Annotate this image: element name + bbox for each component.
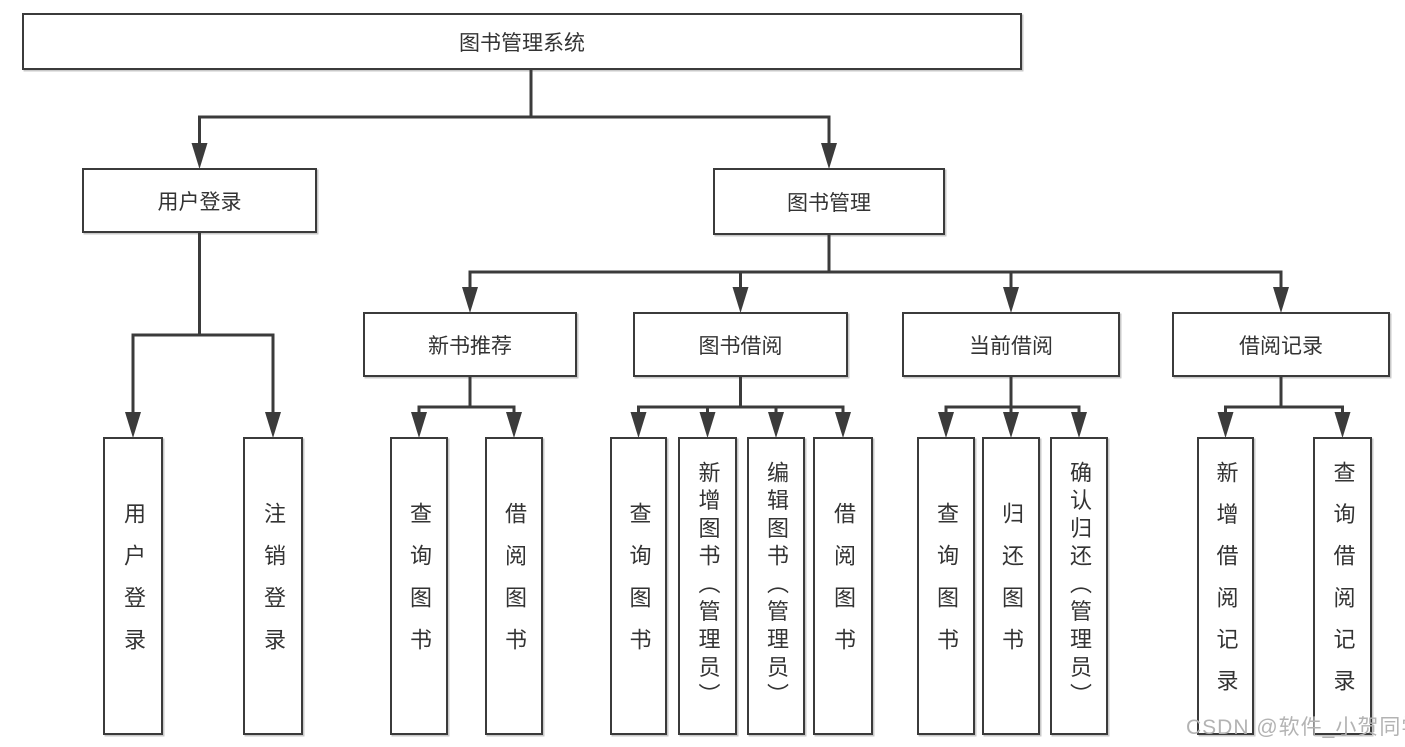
node-leaf-query-book-1: 查询图书 <box>390 437 448 735</box>
node-user-login: 用户登录 <box>82 168 317 233</box>
arrowhead-icon <box>938 412 954 438</box>
arrowhead-icon <box>506 412 522 438</box>
arrowhead-icon <box>1273 287 1289 313</box>
arrowhead-icon <box>1071 412 1087 438</box>
node-label-leaf-borrow-book-2: 借阅图书 <box>831 502 856 670</box>
node-book-borrow: 图书借阅 <box>633 312 848 377</box>
node-label-leaf-add-borrow-record: 新增借阅记录 <box>1213 461 1239 711</box>
arrowhead-icon <box>768 412 784 438</box>
arrowhead-icon <box>732 287 749 313</box>
node-label-user-login: 用户登录 <box>157 190 242 214</box>
arrowhead-icon <box>125 412 141 438</box>
node-leaf-borrow-book-1: 借阅图书 <box>485 437 543 735</box>
node-label-leaf-user-login: 用户登录 <box>121 502 146 670</box>
arrowhead-icon <box>1217 412 1234 438</box>
node-leaf-add-book: 新增图书（管理员） <box>678 437 737 735</box>
node-label-leaf-query-book-1: 查询图书 <box>407 502 432 670</box>
node-label-leaf-add-book: 新增图书（管理员） <box>695 461 721 711</box>
arrowhead-icon <box>699 412 716 438</box>
node-label-leaf-borrow-book-1: 借阅图书 <box>502 502 527 670</box>
arrowhead-icon <box>821 143 837 169</box>
arrowhead-icon <box>1003 287 1019 313</box>
node-leaf-borrow-book-2: 借阅图书 <box>813 437 873 735</box>
arrowhead-icon <box>411 412 427 438</box>
arrowhead-icon <box>630 412 647 438</box>
node-borrow-record: 借阅记录 <box>1172 312 1390 377</box>
node-label-root: 图书管理系统 <box>459 31 585 55</box>
node-book-mgmt: 图书管理 <box>713 168 945 235</box>
node-label-leaf-logout: 注销登录 <box>261 502 286 670</box>
arrowhead-icon <box>191 143 208 169</box>
node-label-leaf-query-book-2: 查询图书 <box>626 502 652 670</box>
node-label-leaf-confirm-return: 确认归还（管理员） <box>1067 461 1092 711</box>
arrowhead-icon <box>835 412 851 438</box>
node-root: 图书管理系统 <box>22 13 1022 70</box>
arrowhead-icon <box>265 412 281 438</box>
node-current-borrow: 当前借阅 <box>902 312 1120 377</box>
node-label-new-book-rec: 新书推荐 <box>428 334 512 358</box>
node-leaf-add-borrow-record: 新增借阅记录 <box>1197 437 1254 735</box>
node-leaf-return-book: 归还图书 <box>982 437 1040 735</box>
node-new-book-rec: 新书推荐 <box>363 312 577 377</box>
node-label-leaf-return-book: 归还图书 <box>999 502 1024 670</box>
node-label-book-mgmt: 图书管理 <box>787 191 871 215</box>
watermark-text: CSDN @软件_小贺同学 <box>1186 716 1405 739</box>
node-leaf-query-book-3: 查询图书 <box>917 437 975 735</box>
node-leaf-user-login: 用户登录 <box>103 437 163 735</box>
node-leaf-query-borrow-record: 查询借阅记录 <box>1313 437 1372 735</box>
arrowhead-icon <box>1334 412 1351 438</box>
node-label-leaf-query-book-3: 查询图书 <box>934 502 959 670</box>
node-label-book-borrow: 图书借阅 <box>698 334 783 358</box>
node-label-current-borrow: 当前借阅 <box>969 334 1053 358</box>
node-leaf-confirm-return: 确认归还（管理员） <box>1050 437 1108 735</box>
node-label-borrow-record: 借阅记录 <box>1239 334 1323 358</box>
arrowhead-icon <box>1003 412 1019 438</box>
node-label-leaf-edit-book: 编辑图书（管理员） <box>764 461 789 711</box>
node-leaf-logout: 注销登录 <box>243 437 303 735</box>
node-leaf-query-book-2: 查询图书 <box>610 437 667 735</box>
node-label-leaf-query-borrow-record: 查询借阅记录 <box>1330 461 1356 711</box>
arrowhead-icon <box>462 287 478 313</box>
node-leaf-edit-book: 编辑图书（管理员） <box>747 437 805 735</box>
